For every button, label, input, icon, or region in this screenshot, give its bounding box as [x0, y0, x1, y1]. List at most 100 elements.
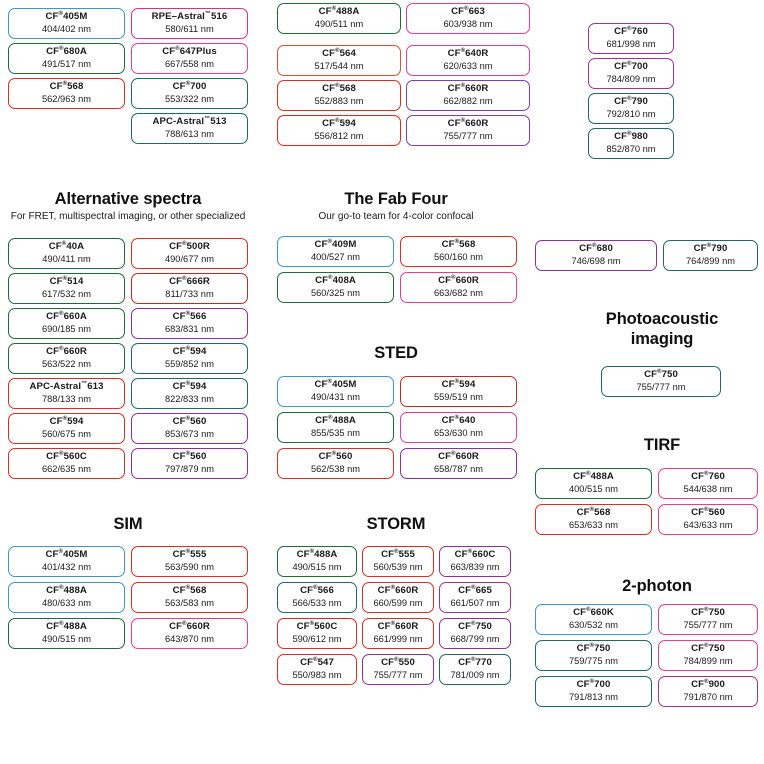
dye-spectra: 811/733 nm [165, 289, 214, 300]
dye-name: CF®488A [573, 471, 614, 483]
dye-spectra: 480/633 nm [41, 598, 92, 609]
trademark-symbol: ® [185, 416, 191, 423]
dye-name: CF®790 [693, 243, 728, 255]
dye-name: CF®560C [46, 451, 87, 463]
dye-name: CF®900 [691, 679, 725, 691]
dye-spectra: 491/517 nm [41, 59, 92, 70]
dye-name: CF®700 [576, 679, 611, 691]
trademark-symbol: ® [185, 81, 191, 88]
dye-spectra: 517/544 nm [314, 61, 364, 72]
trademark-symbol: ® [704, 471, 709, 478]
trademark-symbol: ® [313, 585, 318, 592]
dye-spectra: 401/432 nm [41, 562, 92, 573]
dye-name: CF®790 [614, 96, 648, 108]
dye-spectra: 544/638 nm [683, 484, 733, 495]
trademark-symbol: ® [331, 6, 337, 13]
trademark-symbol: ® [704, 607, 709, 614]
dye-name: CF®760 [691, 471, 725, 483]
trademark-symbol: ® [327, 379, 333, 386]
dye-spectra: 560/539 nm [373, 562, 423, 573]
dye-name: CF®594 [322, 118, 356, 130]
dye-name: RPE–Astral™516 [151, 11, 228, 23]
dye-name: CF®660R [438, 275, 479, 287]
dye-name: APC-Astral™513 [152, 116, 227, 128]
dye-spectra: 580/611 nm [165, 24, 214, 35]
